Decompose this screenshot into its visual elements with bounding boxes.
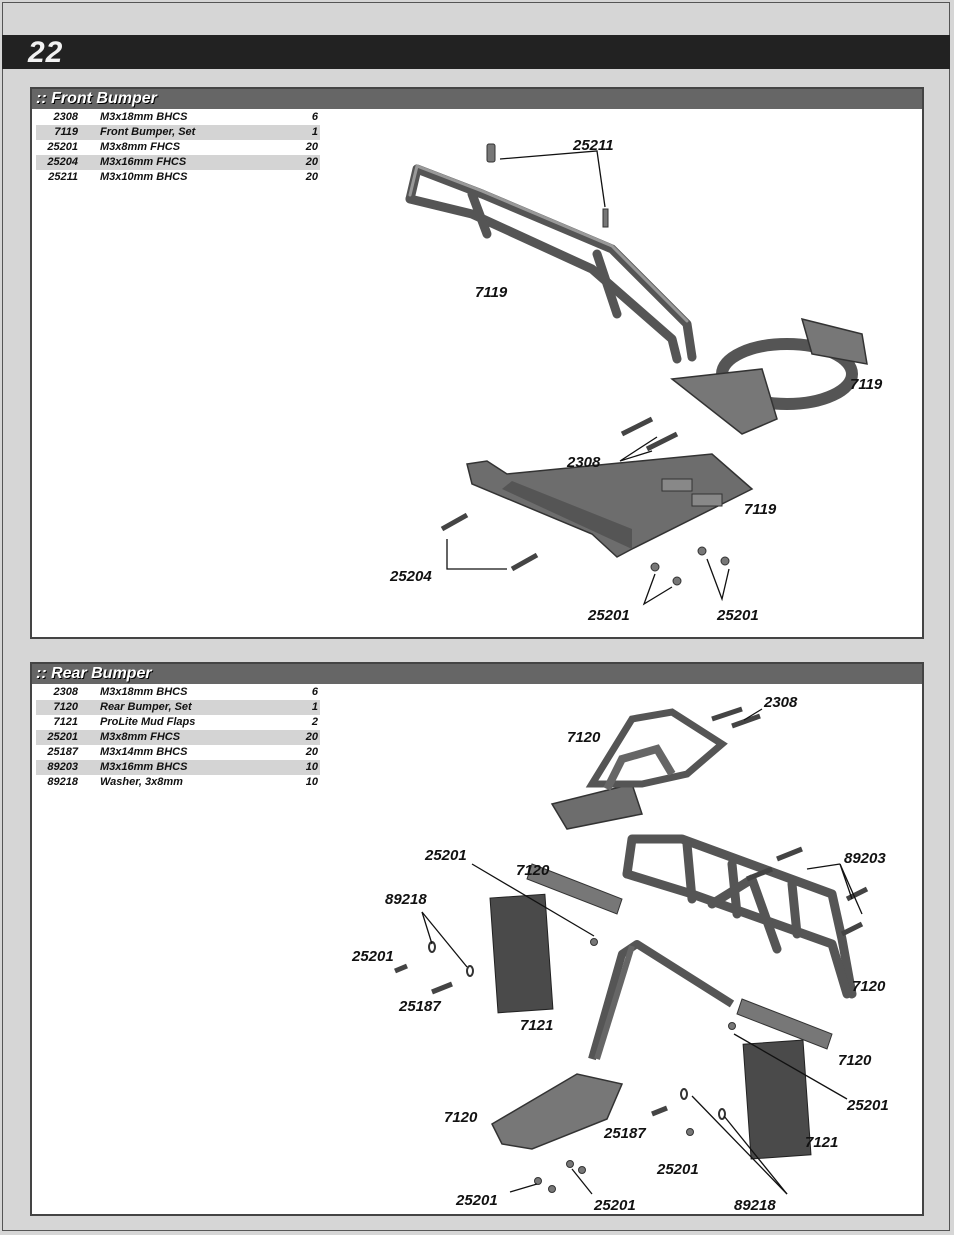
page-number: 22 <box>28 36 64 69</box>
front-bumper-diagram: 25211 7119 7119 2308 7119 25204 25201 25… <box>389 137 883 624</box>
header-bar <box>2 35 950 69</box>
callout: 25201 <box>424 847 467 864</box>
rear-bumper-diagram: 2308 7120 25201 7120 89203 89218 25201 2… <box>351 694 889 1214</box>
callout: 25187 <box>398 998 441 1015</box>
callout: 25201 <box>455 1192 498 1209</box>
callout: 2308 <box>763 694 798 711</box>
callout: 2308 <box>566 454 601 471</box>
arms <box>526 863 833 1050</box>
bumper-mount <box>670 317 868 435</box>
rear-bracket <box>550 708 728 830</box>
callout: 25204 <box>389 568 432 585</box>
mud-flap-left <box>489 893 554 1014</box>
callout: 7119 <box>475 284 508 301</box>
callout: 89218 <box>385 891 427 908</box>
callout: 25201 <box>351 948 394 965</box>
front-bumper-tube <box>405 164 697 364</box>
callout: 7121 <box>805 1134 838 1151</box>
rear-bumper-title: :: Rear Bumper <box>32 664 922 684</box>
callout: 7119 <box>744 501 777 518</box>
rear-screws <box>394 706 869 1193</box>
callout: 89203 <box>844 850 886 867</box>
front-bumper-title: :: Front Bumper <box>32 89 922 109</box>
callout: 7120 <box>567 729 601 746</box>
leader-lines <box>446 150 730 606</box>
callout: 89218 <box>734 1197 776 1214</box>
callout: 7121 <box>520 1017 553 1034</box>
callout: 25187 <box>603 1125 646 1142</box>
callout: 7119 <box>850 376 883 393</box>
mud-flap-right <box>742 1039 812 1160</box>
callout: 7120 <box>516 862 550 879</box>
callout: 25201 <box>656 1161 699 1178</box>
callout: 25201 <box>587 607 630 624</box>
callout: 25201 <box>716 607 759 624</box>
callout: 25201 <box>846 1097 889 1114</box>
callout: 25211 <box>572 137 614 154</box>
rear-leader-lines <box>421 708 863 1195</box>
screws <box>440 143 730 586</box>
rear-bumper-tube <box>622 834 857 999</box>
rear-skid <box>491 940 735 1150</box>
callout: 7120 <box>838 1052 872 1069</box>
callout: 7120 <box>444 1109 478 1126</box>
callout: 7120 <box>852 978 886 995</box>
callout: 25201 <box>593 1197 636 1214</box>
skid-plate <box>466 453 754 558</box>
